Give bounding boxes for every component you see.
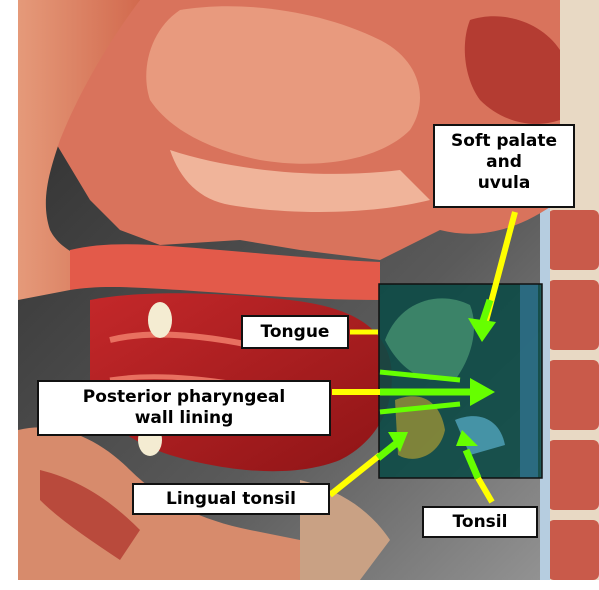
label-tonsil: Tonsil (422, 506, 538, 538)
label-lingual-tonsil: Lingual tonsil (132, 483, 330, 515)
pharynx-highlight-box (379, 284, 542, 478)
label-posterior-line2: wall lining (47, 408, 321, 429)
label-tongue-text: Tongue (251, 322, 339, 343)
label-soft-palate-line3: uvula (443, 173, 565, 194)
label-tongue: Tongue (241, 315, 349, 349)
label-posterior-line1: Posterior pharyngeal (47, 387, 321, 408)
label-lingual-tonsil-text: Lingual tonsil (142, 489, 320, 510)
label-tonsil-text: Tonsil (432, 512, 528, 533)
label-soft-palate-line1: Soft palate (443, 131, 565, 152)
vertebrae (540, 200, 599, 580)
label-soft-palate-line2: and (443, 152, 565, 173)
label-soft-palate-and-uvula: Soft palate and uvula (433, 124, 575, 208)
label-posterior-pharyngeal-wall-lining: Posterior pharyngeal wall lining (37, 380, 331, 436)
